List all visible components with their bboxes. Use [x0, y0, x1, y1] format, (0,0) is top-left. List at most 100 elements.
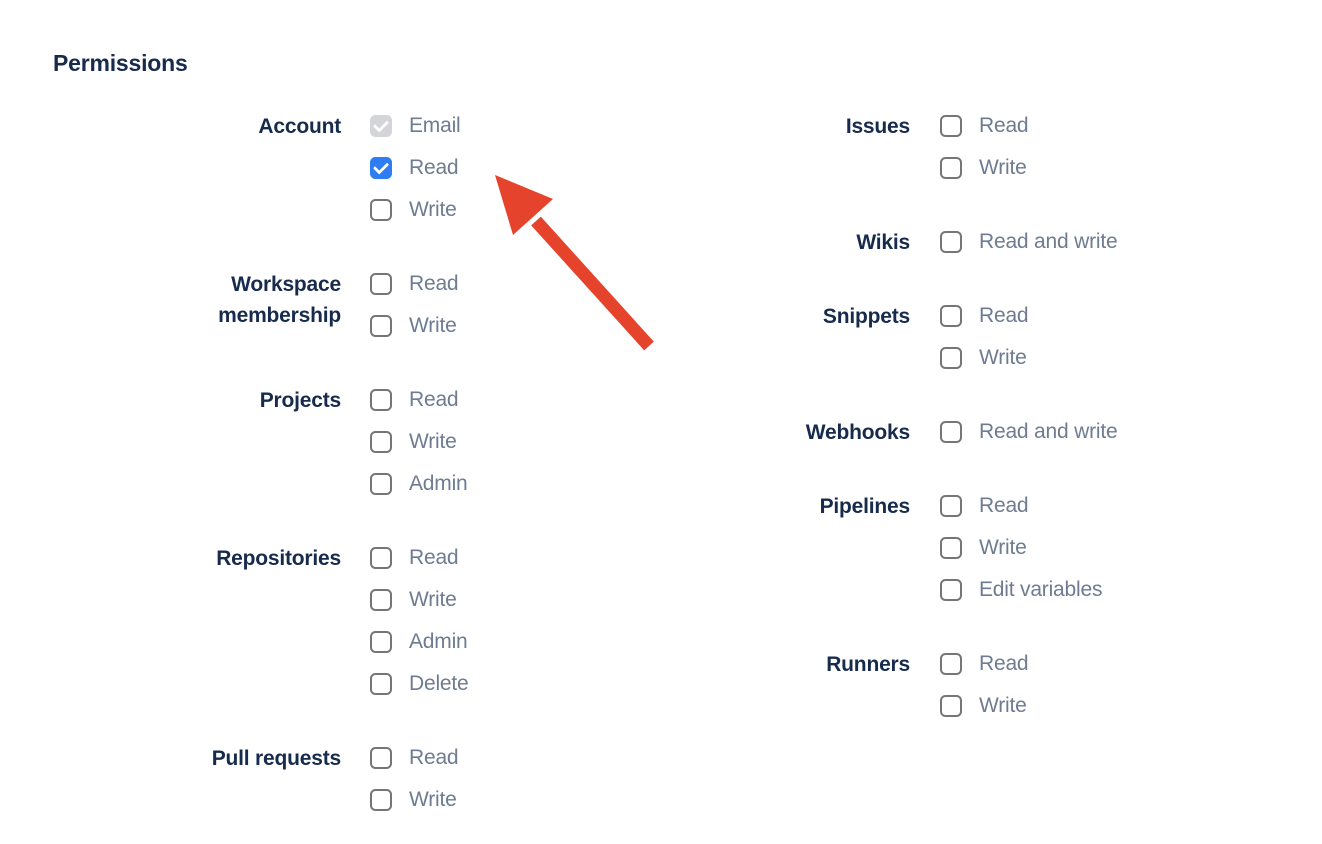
checkbox-repositories-admin[interactable]: [370, 631, 392, 653]
checkbox-projects-write[interactable]: [370, 431, 392, 453]
option-row: Read: [370, 263, 459, 305]
checkbox-pull-requests-read[interactable]: [370, 747, 392, 769]
checkbox-label-repositories-write[interactable]: Write: [409, 588, 457, 611]
group-options: Read Write: [370, 263, 459, 347]
checkbox-wikis-read-and-write[interactable]: [940, 231, 962, 253]
checkbox-projects-admin[interactable]: [370, 473, 392, 495]
option-row: Write: [370, 189, 461, 231]
checkbox-issues-read[interactable]: [940, 115, 962, 137]
arrow-shaft: [531, 216, 654, 351]
option-row: Read: [940, 643, 1029, 685]
checkbox-label-runners-read[interactable]: Read: [979, 652, 1029, 675]
checkbox-projects-read[interactable]: [370, 389, 392, 411]
checkbox-label-repositories-delete[interactable]: Delete: [409, 672, 469, 695]
permission-group-pull-requests: Pull requests Read Write: [166, 737, 469, 821]
checkbox-label-snippets-write[interactable]: Write: [979, 346, 1027, 369]
checkbox-pull-requests-write[interactable]: [370, 789, 392, 811]
checkbox-runners-write[interactable]: [940, 695, 962, 717]
checkbox-label-runners-write[interactable]: Write: [979, 694, 1027, 717]
permission-group-workspace-membership: Workspace membership Read Write: [166, 263, 469, 347]
option-row: Write: [370, 779, 458, 821]
checkbox-label-snippets-read[interactable]: Read: [979, 304, 1029, 327]
checkbox-label-wikis-read-and-write[interactable]: Read and write: [979, 230, 1118, 253]
permission-group-account: Account Email Read Write: [166, 105, 469, 231]
checkbox-snippets-read[interactable]: [940, 305, 962, 327]
group-options: Read Write Admin: [370, 379, 468, 505]
option-row: Write: [940, 147, 1028, 189]
option-row: Read: [370, 737, 459, 779]
checkbox-label-workspace-membership-write[interactable]: Write: [409, 314, 457, 337]
permissions-column-left: Account Email Read Write Workspace membe…: [166, 105, 469, 844]
checkbox-repositories-read[interactable]: [370, 547, 392, 569]
option-row: Read: [370, 379, 468, 421]
group-options: Read and write: [940, 221, 1118, 263]
checkbox-label-issues-read[interactable]: Read: [979, 114, 1029, 137]
permission-group-runners: Runners Read Write: [740, 643, 1117, 727]
checkbox-account-write[interactable]: [370, 199, 392, 221]
checkbox-label-pull-requests-read[interactable]: Read: [409, 746, 459, 769]
checkbox-pipelines-edit-variables[interactable]: [940, 579, 962, 601]
option-row: Read: [940, 295, 1029, 337]
option-row: Write: [940, 337, 1028, 379]
checkbox-label-webhooks-read-and-write[interactable]: Read and write: [979, 420, 1118, 443]
checkbox-repositories-write[interactable]: [370, 589, 392, 611]
checkbox-label-account-write[interactable]: Write: [409, 198, 457, 221]
group-label-pipelines: Pipelines: [819, 495, 911, 518]
group-options: Read and write: [940, 411, 1118, 453]
group-label-snippets: Snippets: [822, 305, 910, 328]
permission-group-issues: Issues Read Write: [740, 105, 1117, 189]
checkbox-workspace-membership-read[interactable]: [370, 273, 392, 295]
group-options: Read Write: [370, 737, 459, 821]
checkbox-label-projects-write[interactable]: Write: [409, 430, 457, 453]
group-label-runners: Runners: [826, 653, 910, 676]
option-row: Read: [370, 147, 461, 189]
checkbox-label-pull-requests-write[interactable]: Write: [409, 788, 457, 811]
checkbox-label-projects-admin[interactable]: Admin: [409, 472, 468, 495]
option-row: Read: [940, 485, 1102, 527]
group-options: Read Write Admin Delete: [370, 537, 469, 705]
group-label-webhooks: Webhooks: [805, 421, 910, 444]
checkbox-account-email: [370, 115, 392, 137]
permission-group-pipelines: Pipelines Read Write Edit variables: [740, 485, 1117, 611]
checkbox-label-issues-write[interactable]: Write: [979, 156, 1027, 179]
checkbox-account-read[interactable]: [370, 157, 392, 179]
checkbox-workspace-membership-write[interactable]: [370, 315, 392, 337]
checkbox-webhooks-read-and-write[interactable]: [940, 421, 962, 443]
arrow-head: [495, 175, 553, 235]
checkbox-repositories-delete[interactable]: [370, 673, 392, 695]
checkbox-label-pipelines-edit-variables[interactable]: Edit variables: [979, 578, 1103, 601]
checkbox-label-projects-read[interactable]: Read: [409, 388, 459, 411]
checkbox-runners-read[interactable]: [940, 653, 962, 675]
option-row: Write: [370, 579, 469, 621]
group-label-workspace-membership: Workspace membership: [218, 273, 341, 327]
permission-group-wikis: Wikis Read and write: [740, 221, 1117, 263]
checkbox-label-account-read[interactable]: Read: [409, 156, 459, 179]
checkbox-label-workspace-membership-read[interactable]: Read: [409, 272, 459, 295]
group-options: Email Read Write: [370, 105, 461, 231]
checkbox-label-repositories-read[interactable]: Read: [409, 546, 459, 569]
permissions-column-right: Issues Read Write Wikis Read and write: [740, 105, 1118, 759]
checkbox-label-pipelines-write[interactable]: Write: [979, 536, 1027, 559]
group-label-pull-requests: Pull requests: [211, 747, 341, 770]
option-row: Write: [940, 527, 1102, 569]
checkbox-pipelines-read[interactable]: [940, 495, 962, 517]
checkbox-issues-write[interactable]: [940, 157, 962, 179]
checkbox-label-account-email: Email: [409, 114, 461, 137]
option-row: Write: [940, 685, 1028, 727]
option-row: Read: [370, 537, 469, 579]
group-label-issues: Issues: [845, 115, 910, 138]
permission-group-webhooks: Webhooks Read and write: [740, 411, 1118, 453]
checkbox-snippets-write[interactable]: [940, 347, 962, 369]
option-row: Read: [940, 105, 1029, 147]
checkbox-label-repositories-admin[interactable]: Admin: [409, 630, 468, 653]
group-label-projects: Projects: [259, 389, 341, 412]
option-row: Delete: [370, 663, 469, 705]
option-row: Read and write: [940, 411, 1118, 453]
checkbox-label-pipelines-read[interactable]: Read: [979, 494, 1029, 517]
checkbox-pipelines-write[interactable]: [940, 537, 962, 559]
group-options: Read Write: [940, 643, 1029, 727]
group-label-account: Account: [258, 115, 341, 138]
option-row: Edit variables: [940, 569, 1102, 611]
group-options: Read Write: [940, 105, 1029, 189]
